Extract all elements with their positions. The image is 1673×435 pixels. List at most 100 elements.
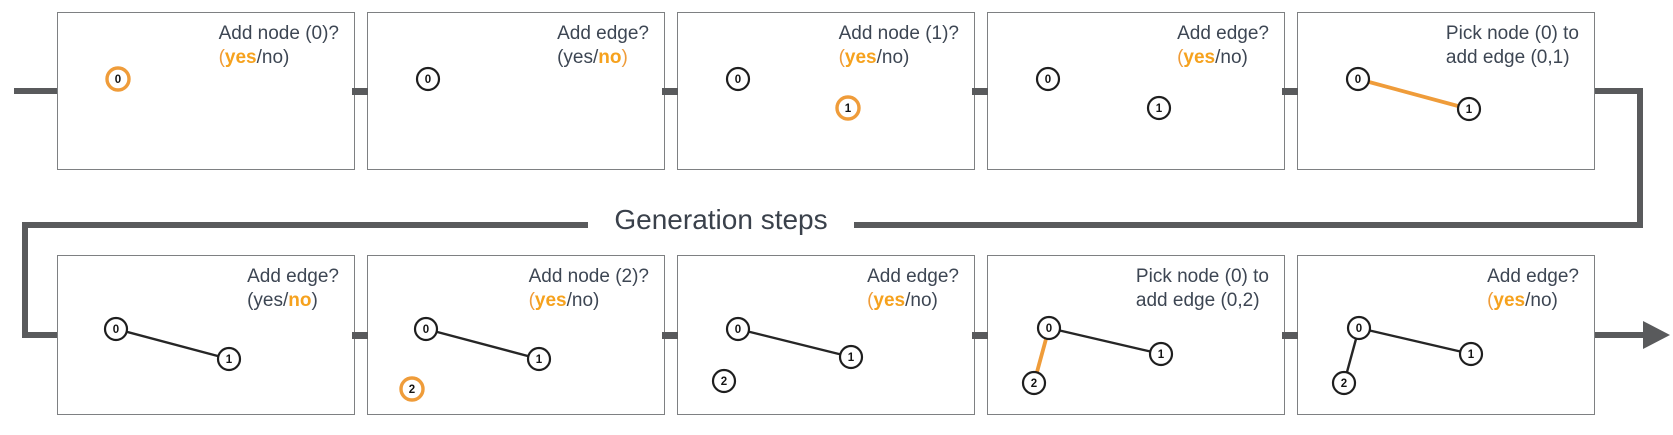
caption-text: /no) [566, 290, 600, 311]
node-label: 0 [1045, 74, 1051, 86]
panel-caption: Add node (2)?(yes/no) [529, 265, 649, 313]
node-label: 1 [1156, 103, 1163, 115]
highlighted-choice: yes [224, 47, 257, 68]
graph-edge-0-1 [1357, 77, 1470, 111]
panel-caption: Add edge?(yes/no) [867, 265, 959, 313]
caption-choice-line: (yes/no) [219, 46, 339, 70]
generation-line-left [22, 222, 588, 228]
generation-line-right [854, 222, 1643, 228]
node-circle [216, 346, 242, 372]
graph-node-1: 1 [216, 346, 242, 372]
caption-choice-line: (yes/no) [1177, 46, 1269, 70]
graph-state-drawing: 0 [415, 66, 441, 92]
node-label: 1 [848, 352, 855, 364]
exit-connector [1595, 332, 1645, 338]
caption-choice-line: (yes/no) [557, 46, 649, 70]
node-circle [725, 316, 751, 342]
panel-caption: Add edge?(yes/no) [247, 265, 339, 313]
graph-node-1: 1 [1146, 95, 1172, 121]
caption-text: ) [311, 290, 318, 311]
node-circle [1456, 96, 1482, 122]
caption-question-line: Pick node (0) to [1136, 265, 1269, 289]
generation-step-panel-1: 0 Add node (0)?(yes/no) [57, 12, 355, 170]
node-circle [103, 316, 129, 342]
caption-question-line: Pick node (0) to [1446, 22, 1579, 46]
node-label: 0 [735, 74, 741, 86]
caption-text: Pick node (0) to [1445, 23, 1579, 44]
caption-text: Add edge? [867, 266, 959, 287]
caption-text: Add node (0)? [218, 23, 339, 44]
graph-edge-0-1 [115, 327, 230, 361]
caption-text: Add edge? [1177, 23, 1269, 44]
graph-node-1: 1 [1148, 341, 1174, 367]
highlighted-choice: no [288, 290, 312, 311]
graph-node-2: 2 [1021, 370, 1047, 396]
node-circle [1036, 315, 1062, 341]
caption-choice-line: add edge (0,1) [1446, 46, 1579, 70]
graph-node-2: 2 [711, 368, 737, 394]
graph-node-0: 0 [725, 316, 751, 342]
node-circle [1331, 370, 1357, 396]
graph-node-0: 0 [103, 316, 129, 342]
caption-text: ) [621, 47, 628, 68]
node-label: 2 [721, 376, 727, 388]
bottom-entry-connector [22, 332, 57, 338]
node-label: 1 [1468, 349, 1475, 361]
caption-text: ( [1177, 47, 1184, 68]
highlighted-choice: no [598, 47, 622, 68]
caption-question-line: Add edge? [247, 265, 339, 289]
caption-choice-line: (yes/no) [247, 289, 339, 313]
graph-node-0: 0 [1036, 315, 1062, 341]
inter-panel-connector [972, 88, 988, 95]
node-circle [725, 66, 751, 92]
caption-choice-line: (yes/no) [529, 289, 649, 313]
inter-panel-connector [1282, 88, 1298, 95]
node-label: 1 [536, 354, 543, 366]
right-elbow-horizontal [1595, 88, 1643, 94]
node-circle [1458, 341, 1484, 367]
panel-caption: Pick node (0) to add edge (0,2) [1136, 265, 1269, 313]
caption-text: (yes/ [247, 290, 289, 311]
caption-question-line: Add node (2)? [529, 265, 649, 289]
caption-text: Add edge? [247, 266, 339, 287]
caption-text: (yes/ [557, 47, 599, 68]
graph-node-0: 0 [413, 316, 439, 342]
generation-step-panel-8: 0 1 2 Add edge?(yes/no) [677, 255, 975, 415]
caption-text: ( [1487, 290, 1494, 311]
graph-node-1: 1 [526, 346, 552, 372]
node-circle [413, 316, 439, 342]
node-label: 0 [423, 324, 429, 336]
generation-step-panel-9: 0 1 2 Pick node (0) to add edge (0,2) [987, 255, 1285, 415]
graph-node-0: 0 [1035, 66, 1061, 92]
highlighted-choice: yes [534, 290, 567, 311]
graph-state-drawing: 012 [1331, 315, 1484, 396]
caption-text: ( [218, 47, 225, 68]
node-label: 1 [845, 103, 852, 115]
caption-text: Add node (2)? [528, 266, 649, 287]
inter-panel-connector [352, 332, 368, 339]
node-label: 0 [115, 74, 121, 86]
caption-text: ( [838, 47, 845, 68]
graph-state-drawing: 0 1 2 [711, 316, 864, 394]
node-circle [399, 376, 425, 402]
inter-panel-connector [352, 88, 368, 95]
node-label: 2 [1031, 378, 1037, 390]
node-circle [526, 346, 552, 372]
node-label: 0 [113, 324, 119, 336]
generation-steps-label: Generation steps [614, 204, 828, 235]
caption-question-line: Add edge? [1487, 265, 1579, 289]
node-label: 2 [409, 384, 415, 396]
caption-text: Pick node (0) to [1135, 266, 1269, 287]
right-elbow-vertical [1637, 88, 1643, 228]
graph-state-drawing: 01 [1035, 66, 1172, 121]
node-circle [1035, 66, 1061, 92]
caption-text: add edge (0,2) [1135, 290, 1260, 311]
node-label: 0 [425, 74, 431, 86]
node-label: 1 [1466, 104, 1473, 116]
caption-text: /no) [1525, 290, 1558, 311]
inter-panel-connector [972, 332, 988, 339]
